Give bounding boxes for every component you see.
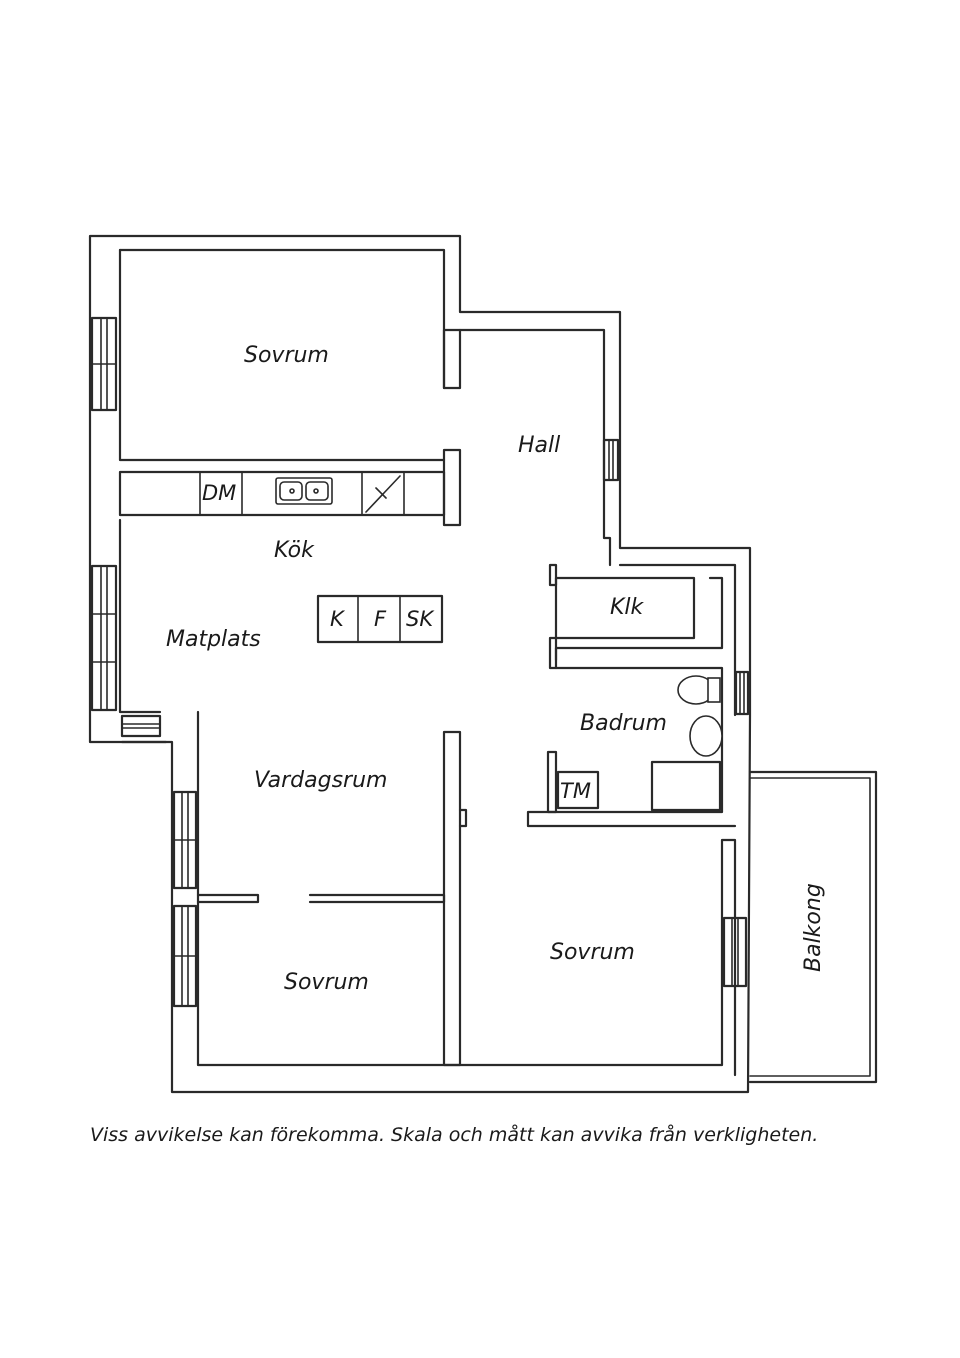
room-label-kok: Kök: [274, 538, 315, 563]
room-label-vardagsrum: Vardagsrum: [254, 768, 387, 793]
interior-walls-lower: [196, 730, 468, 1067]
badrum-walls: [526, 666, 737, 828]
appliance-label-tm: TM: [560, 779, 591, 803]
room-label-badrum: Badrum: [580, 711, 667, 736]
appliance-label-dm: DM: [202, 481, 236, 505]
appliance-island: [316, 594, 444, 644]
room-label-sovrum-top: Sovrum: [244, 343, 329, 368]
bathtub-icon: [650, 760, 722, 812]
kitchen-counter: [118, 470, 446, 517]
appliance-label-f: F: [374, 607, 387, 631]
room-label-matplats: Matplats: [166, 627, 261, 652]
room-label-hall: Hall: [518, 433, 560, 458]
washbasin-icon: [689, 715, 723, 757]
bedroom-top-walls: [442, 328, 462, 527]
appliance-label-k: K: [330, 607, 346, 631]
appliance-label-sk: SK: [406, 607, 435, 631]
outer-walls: [88, 234, 752, 1094]
room-label-balkong: Balkong: [801, 883, 826, 972]
disclaimer-text: Viss avvikelse kan förekomma. Skala och …: [90, 1124, 819, 1146]
balcony: [748, 770, 878, 1084]
washing-machine-box: [556, 770, 600, 810]
room-label-sovrum-bottom-right: Sovrum: [550, 940, 635, 965]
windows: [90, 316, 750, 1008]
room-label-sovrum-bottom-left: Sovrum: [284, 970, 369, 995]
room-label-klk: Klk: [610, 595, 645, 620]
